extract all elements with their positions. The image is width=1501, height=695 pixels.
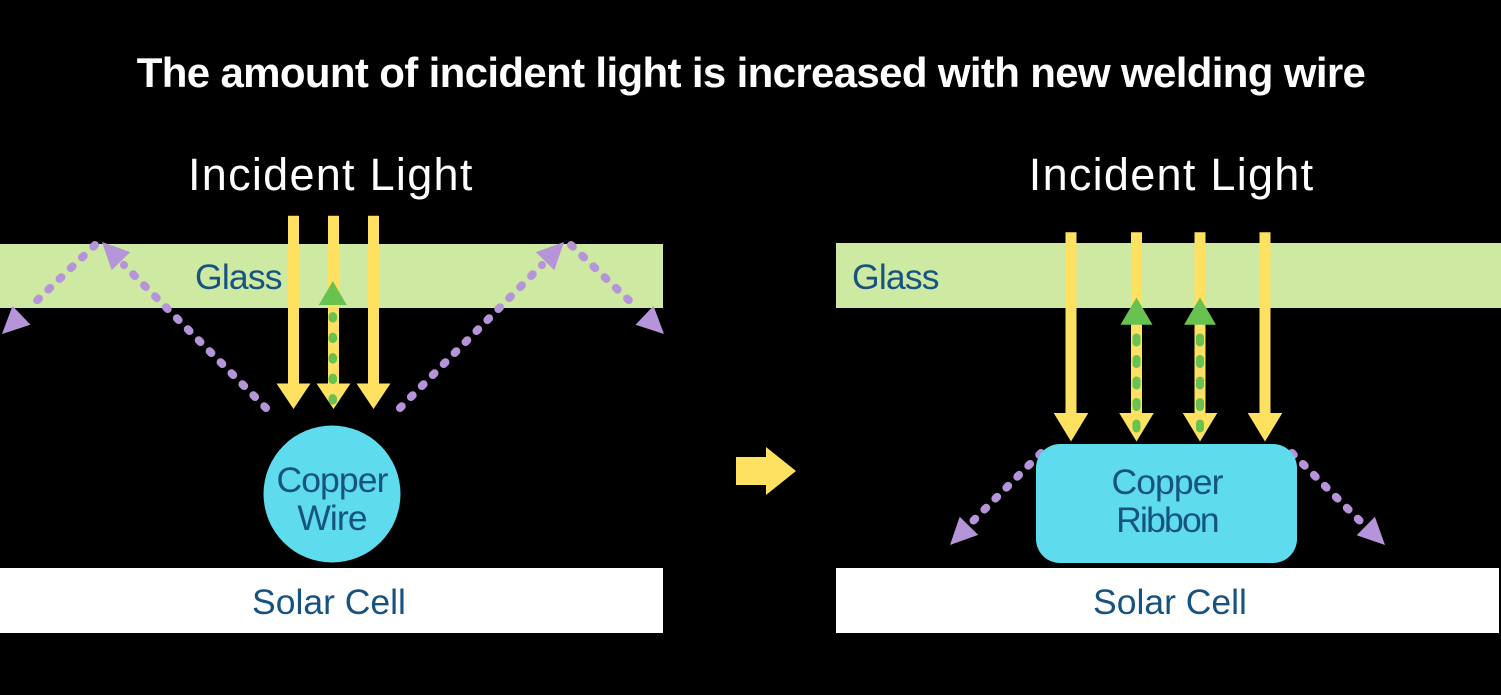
- svg-text:The amount of incident light i: The amount of incident light is increase…: [137, 49, 1366, 96]
- svg-text:Wire: Wire: [297, 498, 367, 538]
- svg-text:Glass: Glass: [195, 257, 282, 297]
- svg-text:Copper: Copper: [276, 460, 388, 500]
- svg-text:Ribbon: Ribbon: [1116, 500, 1218, 540]
- svg-text:Solar Cell: Solar Cell: [1093, 582, 1247, 622]
- svg-text:Incident Light: Incident Light: [1029, 149, 1315, 200]
- svg-text:Solar Cell: Solar Cell: [252, 582, 406, 622]
- svg-text:Glass: Glass: [852, 257, 939, 297]
- svg-text:Incident Light: Incident Light: [188, 149, 474, 200]
- svg-text:Copper: Copper: [1111, 462, 1223, 502]
